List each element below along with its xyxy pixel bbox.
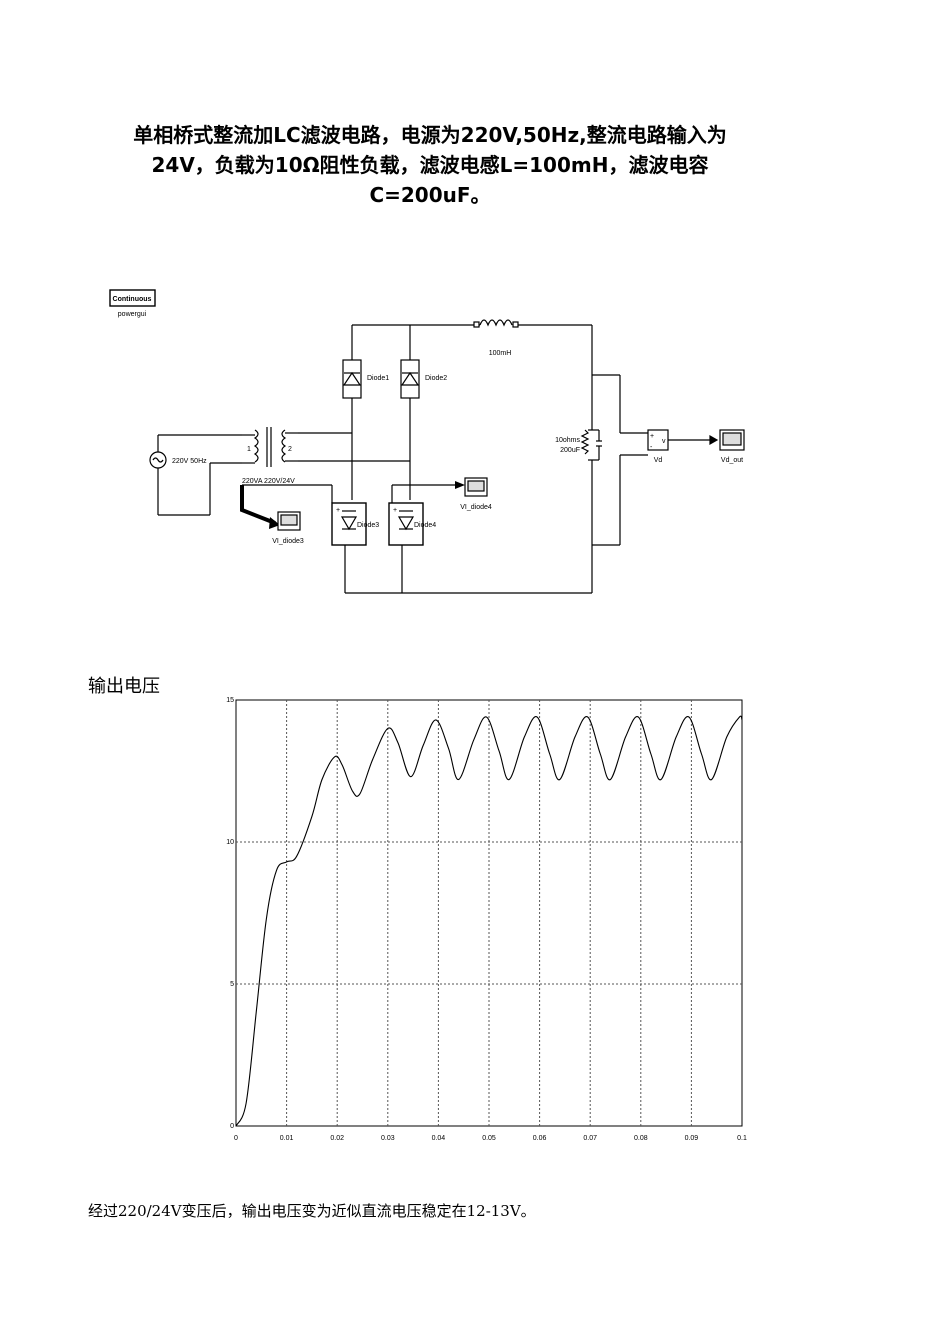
diode1-label: Diode1 (367, 375, 389, 382)
diode4-icon (388, 502, 424, 546)
x-tick-label: 0.02 (330, 1135, 344, 1142)
load-rlc-icon (580, 429, 602, 461)
diode2-icon (400, 359, 420, 399)
title-line-3: C=200uF。 (369, 183, 491, 207)
inductor-icon (473, 319, 519, 328)
x-tick-label: 0.08 (634, 1135, 648, 1142)
x-tick-label: 0.1 (737, 1135, 747, 1142)
vd-v: v (662, 438, 666, 445)
inductor-label: 100mH (489, 350, 512, 357)
y-tick-label: 15 (226, 697, 234, 704)
diode3-plus: + (336, 507, 340, 514)
transformer-icon (242, 427, 298, 467)
transformer-label: 220VA 220V/24V (242, 478, 295, 485)
transformer-port1: 1 (247, 446, 251, 453)
source-label: 220V 50Hz (172, 458, 207, 465)
diode4-label: Diode4 (414, 522, 436, 529)
vd-label: Vd (654, 457, 663, 464)
scope-vd-out-icon (719, 429, 745, 451)
diode3-label: Diode3 (357, 522, 379, 529)
section-label: 输出电压 (88, 676, 160, 697)
y-tick-label: 10 (226, 839, 234, 846)
x-tick-label: 0 (234, 1135, 238, 1142)
powergui-sub-label: powergui (118, 311, 147, 318)
diode2-label: Diode2 (425, 375, 447, 382)
diode4-plus: + (393, 507, 397, 514)
series-line (235, 715, 743, 1127)
transformer-port2: 2 (288, 446, 292, 453)
scope-diode3-label: VI_diode3 (272, 538, 304, 545)
y-tick-label: 5 (230, 981, 234, 988)
load-label-1: 10ohms (555, 437, 580, 444)
scope-diode4-label: VI_diode4 (460, 504, 492, 511)
powergui-block (109, 289, 156, 307)
vd-plus: + (650, 433, 654, 440)
diode1-icon (342, 359, 362, 399)
vd-minus: - (650, 444, 653, 451)
load-label-2: 200uF (560, 447, 580, 454)
conclusion-text: 经过220/24V变压后，输出电压变为近似直流电压稳定在12-13V。 (88, 1202, 536, 1220)
x-tick-label: 0.04 (432, 1135, 446, 1142)
x-tick-label: 0.01 (280, 1135, 294, 1142)
x-tick-label: 0.06 (533, 1135, 547, 1142)
output-voltage-chart: 0 0.01 0.02 0.03 0.04 0.05 0.06 0.07 0.08 0.09 0.1… (226, 697, 747, 1142)
title-line-1: 单相桥式整流加LC滤波电路，电源为220V,50Hz,整流电路输入为 (133, 123, 727, 147)
scope-diode3-icon (277, 511, 301, 531)
circuit-diagram: Continuous powergui 220V 50Hz 1 2 220VA … (109, 289, 745, 594)
page-title: 单相桥式整流加LC滤波电路，电源为220V,50Hz,整流电路输入为 24V，负… (70, 120, 790, 210)
vd-scope-label: Vd_out (721, 457, 743, 464)
x-tick-label: 0.05 (482, 1135, 496, 1142)
scope-diode4-icon (464, 477, 488, 497)
x-tick-label: 0.03 (381, 1135, 395, 1142)
powergui-label: Continuous (113, 296, 152, 303)
title-line-2: 24V，负载为10Ω阻性负载，滤波电感L=100mH，滤波电容 (151, 153, 709, 177)
y-tick-label: 0 (230, 1123, 234, 1130)
diode3-icon (331, 502, 367, 546)
x-tick-label: 0.07 (583, 1135, 597, 1142)
x-tick-label: 0.09 (685, 1135, 699, 1142)
